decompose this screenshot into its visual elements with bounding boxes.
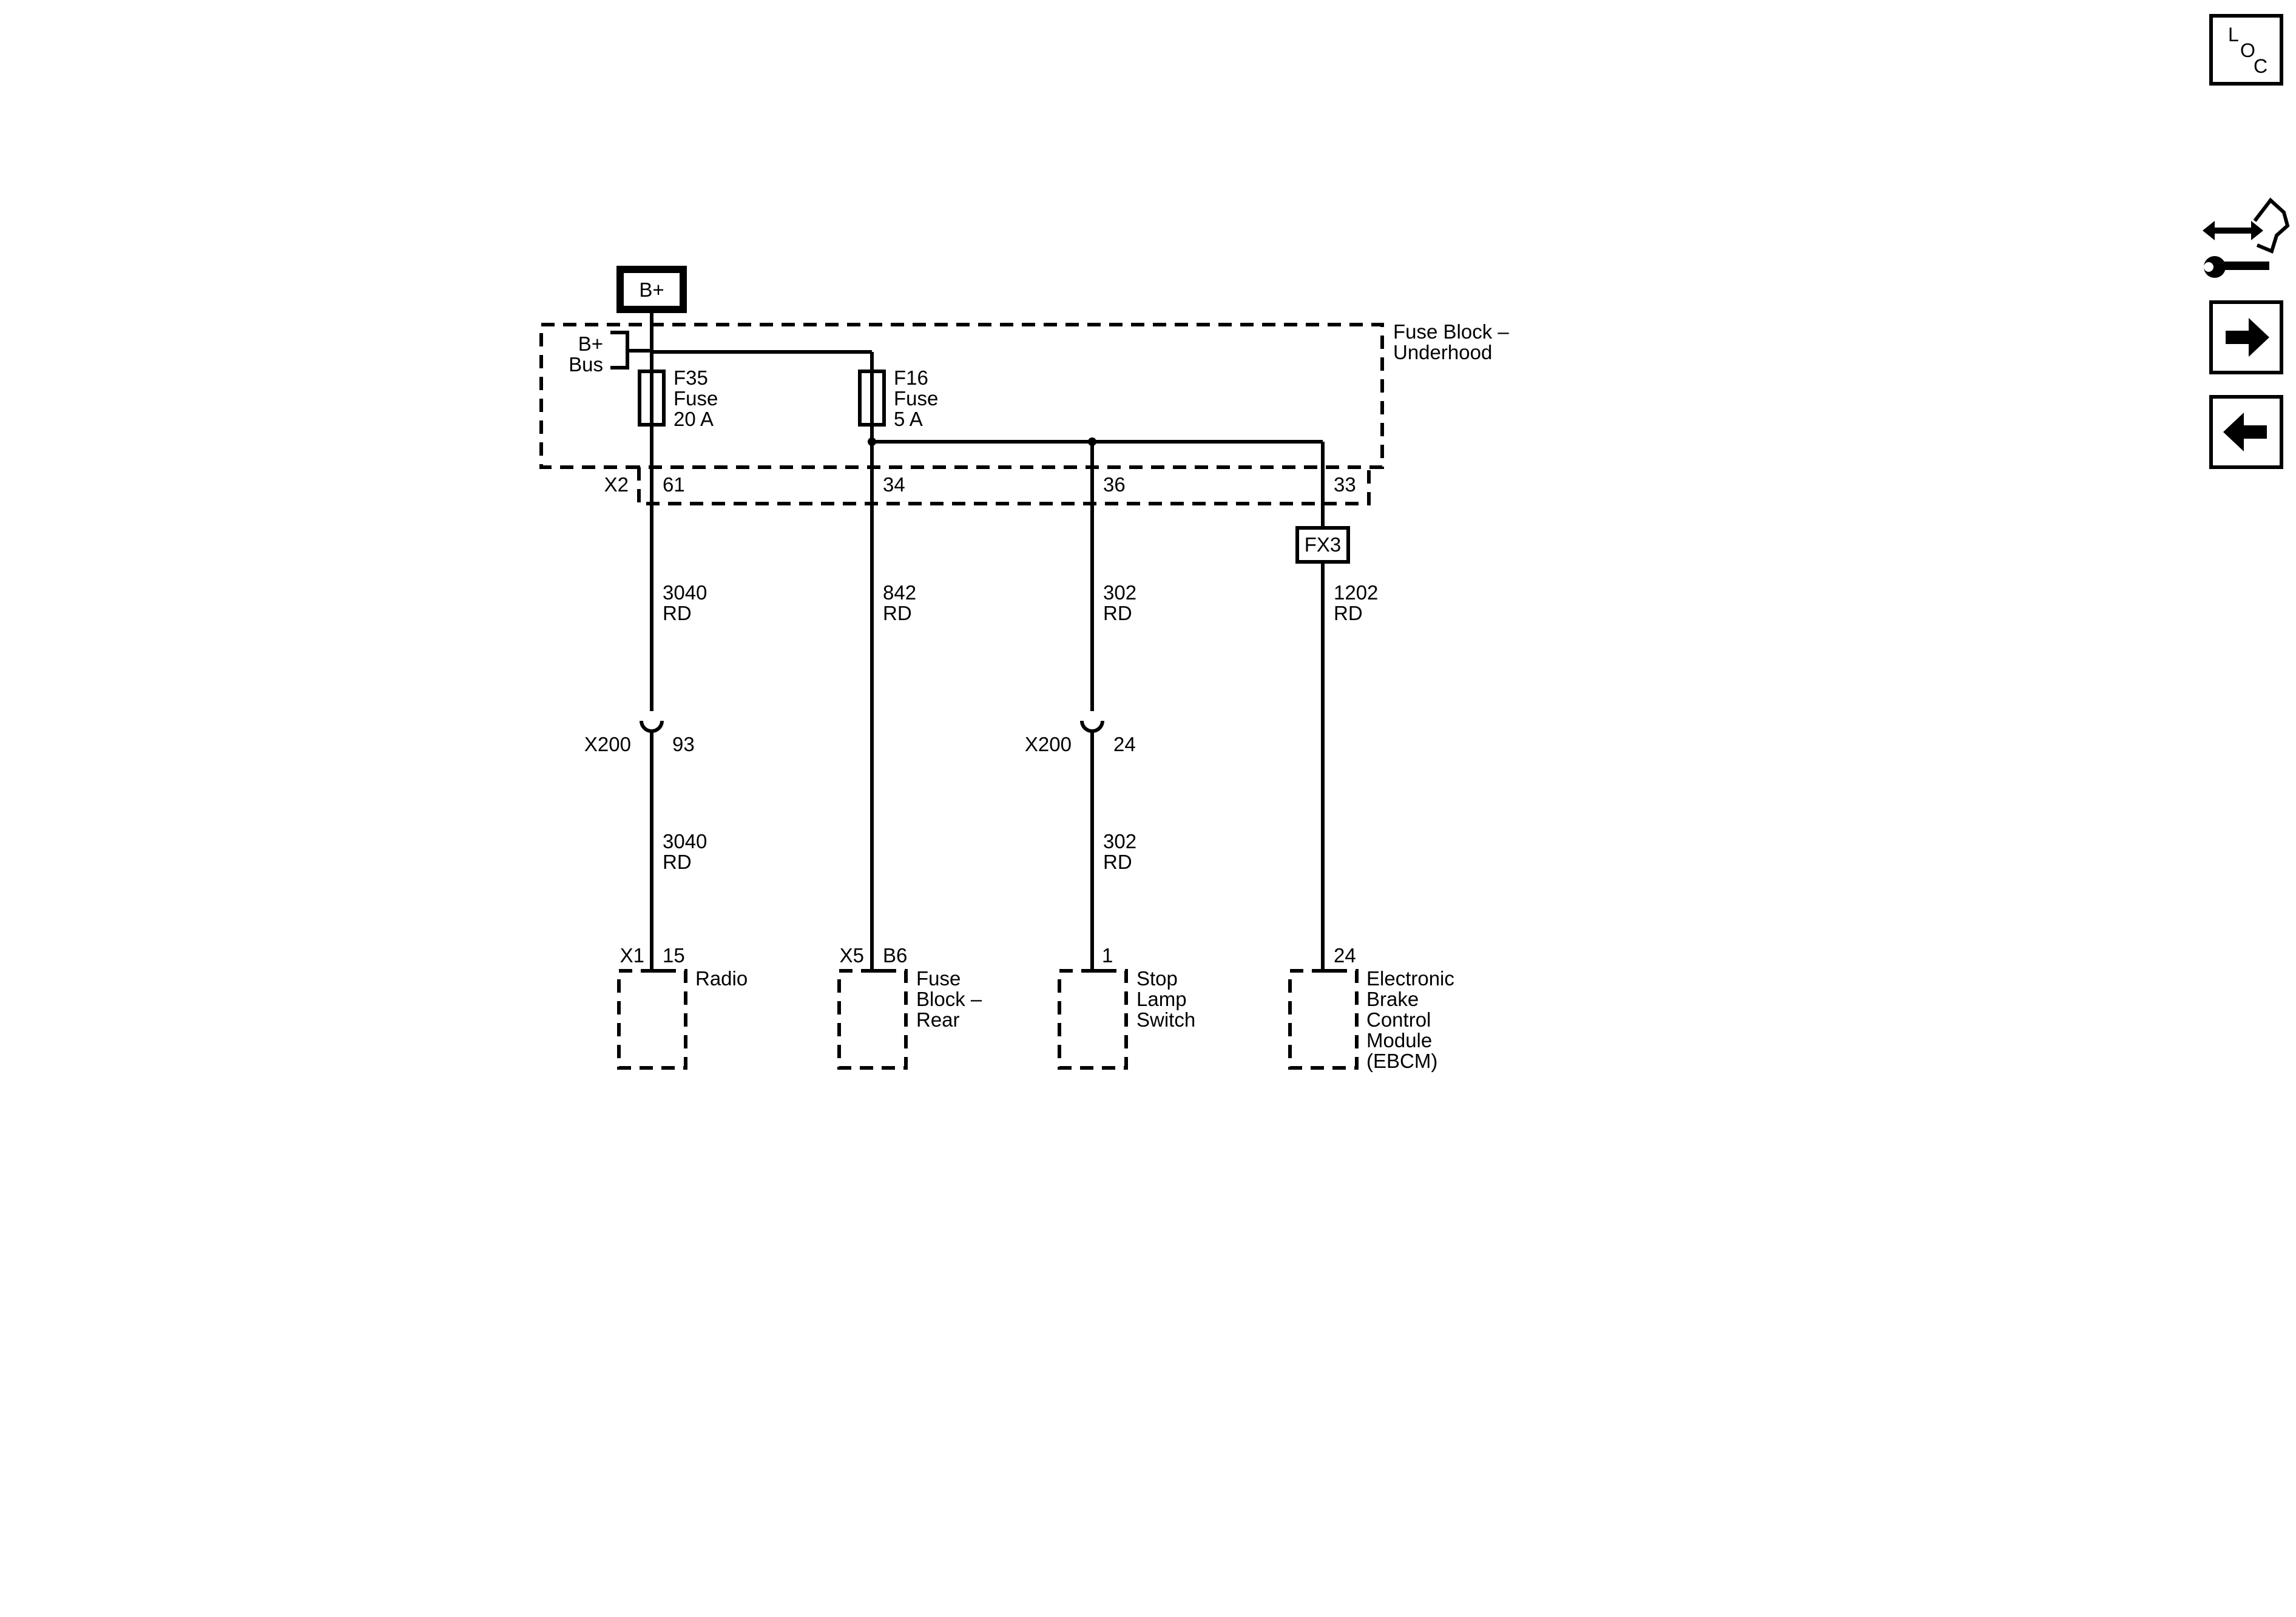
wire-3040-lower-color: RD (663, 851, 692, 873)
circuit-fuse-block-rear: 34 842 RD X5 B6 Fuse Block – Rear (837, 443, 982, 1070)
fuse-f16-rating: 5 A (894, 408, 923, 430)
fuse-f35: F35 Fuse 20 A (638, 366, 718, 430)
x2-pin-36: 36 (1103, 473, 1126, 496)
fuse-block-underhood-name-line1: Fuse Block – (1393, 320, 1509, 343)
x200-connector-label-radio: X200 (584, 733, 631, 755)
internal-wiring (650, 309, 1323, 446)
previous-page-arrow-icon[interactable] (2209, 395, 2283, 469)
fuse-block-underhood: Fuse Block – Underhood X2 (539, 320, 1509, 505)
wire-302-upper-number: 302 (1103, 581, 1136, 604)
loc-letter-c: C (2254, 55, 2267, 77)
circuit-ebcm: FX3 33 1202 RD 24 Electronic Brake Contr… (1288, 442, 1454, 1072)
bus-label-line1: B+ (578, 333, 603, 355)
fuse-block-underhood-name-line2: Underhood (1393, 341, 1492, 363)
stop-lamp-switch-label-line2: Lamp (1136, 988, 1187, 1010)
wire-842-number: 842 (883, 581, 916, 604)
x200-pin-24: 24 (1113, 733, 1136, 755)
b-plus-bus: B+ Bus (569, 331, 652, 376)
x5-pin-b6: B6 (883, 944, 907, 967)
x5-connector-label: X5 (840, 944, 864, 967)
fuse-f16-id: F16 (894, 366, 928, 389)
x1-pin-15: 15 (663, 944, 685, 967)
wire-302-lower-color: RD (1103, 851, 1132, 873)
loc-icon[interactable]: L O C (2209, 14, 2283, 86)
wire-1202-color: RD (1334, 602, 1363, 624)
fuse-f35-id: F35 (674, 366, 708, 389)
ebcm-label-line1: Electronic (1366, 967, 1454, 990)
circuit-stop-lamp-switch: 36 302 RD X200 24 302 RD 1 Stop Lamp Swi… (1025, 442, 1195, 1070)
fuse-block-rear-label-line2: Block – (916, 988, 982, 1010)
ebcm-label-line2: Brake (1366, 988, 1419, 1010)
fuse-f16-type: Fuse (894, 387, 938, 410)
x2-connector-label: X2 (604, 473, 629, 496)
fuse-block-rear-label-line3: Rear (916, 1008, 960, 1031)
fuse-f16: F16 Fuse 5 A (858, 366, 938, 430)
x2-pin-61: 61 (663, 473, 685, 496)
ebcm-label-line4: Module (1366, 1029, 1432, 1052)
bus-label-line2: Bus (569, 353, 603, 376)
wire-3040-upper-color: RD (663, 602, 692, 624)
ebcm-pin-24: 24 (1334, 944, 1356, 967)
x2-pin-34: 34 (883, 473, 905, 496)
wire-1202-number: 1202 (1334, 581, 1378, 604)
stop-lamp-switch-pin-1: 1 (1102, 944, 1113, 967)
next-page-arrow-icon[interactable] (2209, 300, 2283, 374)
wire-842-color: RD (883, 602, 912, 624)
x200-pin-93: 93 (672, 733, 695, 755)
radio-component-label: Radio (695, 967, 748, 990)
component-views-icon[interactable] (2203, 197, 2290, 278)
wire-3040-lower-number: 3040 (663, 830, 707, 852)
loc-letter-l: L (2228, 24, 2239, 46)
fx3-label: FX3 (1305, 533, 1342, 556)
stop-lamp-switch-label-line1: Stop (1136, 967, 1178, 990)
wire-3040-upper-number: 3040 (663, 581, 707, 604)
wire-302-lower-number: 302 (1103, 830, 1136, 852)
ebcm-label-line5: (EBCM) (1366, 1050, 1437, 1072)
fuse-f35-type: Fuse (674, 387, 718, 410)
power-source-label: B+ (639, 279, 664, 301)
x2-pin-33: 33 (1334, 473, 1356, 496)
ebcm-label-line3: Control (1366, 1008, 1431, 1031)
fuse-block-rear-label-line1: Fuse (916, 967, 961, 990)
circuit-radio: 61 3040 RD X200 93 3040 RD X1 15 Radio (584, 425, 748, 1070)
power-source-b-plus: B+ (616, 266, 687, 313)
x200-connector-label-stop-lamp: X200 (1025, 733, 1072, 755)
stop-lamp-switch-label-line3: Switch (1136, 1008, 1195, 1031)
fuse-f35-rating: 20 A (674, 408, 714, 430)
wire-302-upper-color: RD (1103, 602, 1132, 624)
x1-connector-label: X1 (620, 944, 644, 967)
fx3-splice: FX3 (1295, 526, 1350, 564)
loc-letter-o: O (2240, 39, 2255, 61)
